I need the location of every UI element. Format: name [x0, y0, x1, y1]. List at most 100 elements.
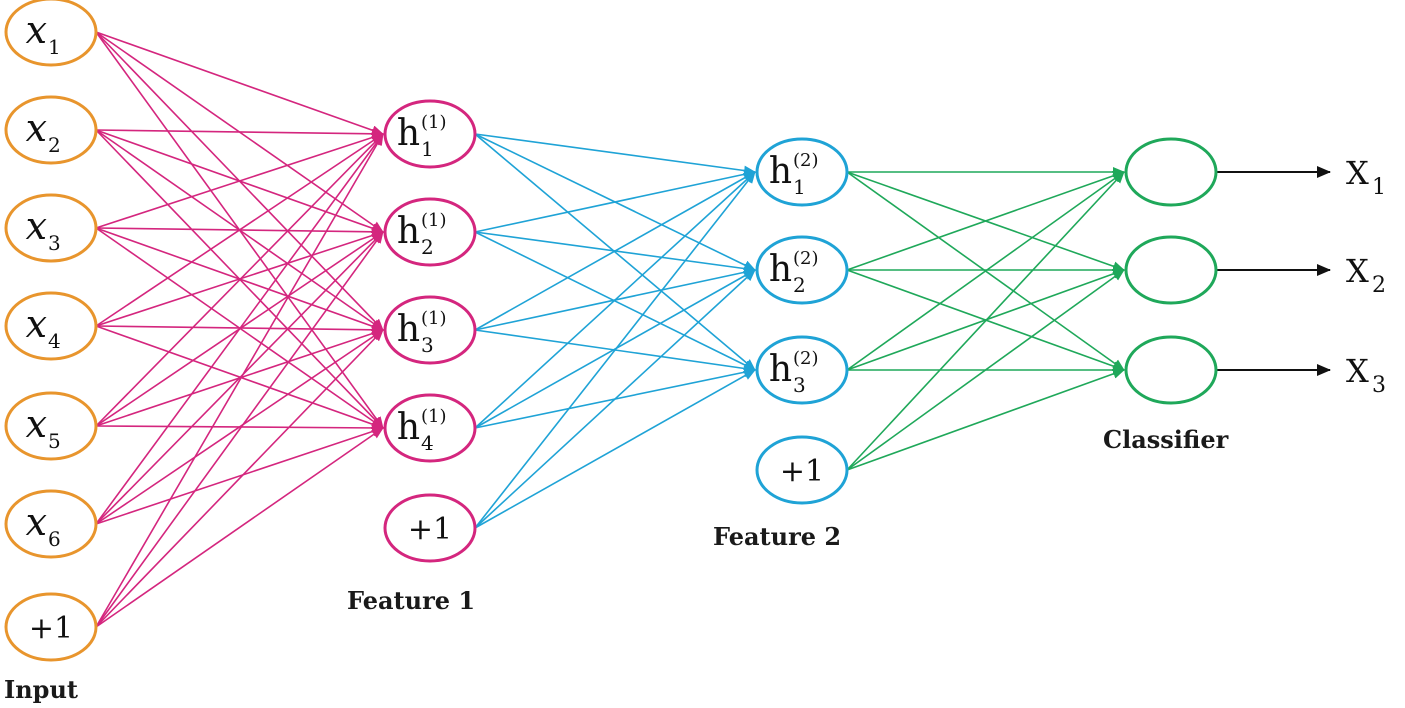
feature2-layer-label: Feature 2: [713, 522, 841, 551]
classifier-node-1: [1124, 137, 1218, 207]
classifier-node-1-circle: [1124, 137, 1218, 207]
feature1-node-1-base: h: [397, 113, 420, 154]
feature2-node-4-label: +1: [780, 454, 824, 489]
feature2-node-4: +1: [755, 435, 849, 505]
feature2-node-4-circle: [755, 435, 849, 505]
input-node-2-subscript: 2: [48, 133, 61, 157]
feature1-node-3-subscript: 3: [421, 333, 434, 357]
output-label-2-base: X: [1346, 252, 1369, 290]
feature2-node-2-subscript: 2: [793, 273, 806, 297]
feature2-node-1-superscript: (2): [793, 150, 819, 171]
feature1-node-5: +1: [383, 493, 477, 563]
output-label-1-base: X: [1346, 154, 1369, 192]
input-node-4-subscript: 4: [48, 329, 61, 353]
input-node-7-label: +1: [29, 611, 73, 646]
input-node-5-subscript: 5: [48, 429, 61, 453]
input-to-feature1-edge-6-4: [95, 426, 384, 525]
output-label-2-subscript: 2: [1372, 273, 1386, 298]
input-node-1-subscript: 1: [48, 35, 61, 59]
input-to-feature1-edge-7-2: [95, 231, 384, 628]
feature2-to-classifier-edge-2-1: [846, 170, 1125, 271]
feature1-node-2-circle: [383, 197, 477, 267]
input-node-3-base: x: [26, 204, 47, 248]
feature2-node-2-base: h: [769, 249, 792, 290]
feature1-node-4-circle: [383, 393, 477, 463]
feature2-node-1-base: h: [769, 151, 792, 192]
input-layer-label: Input: [4, 675, 78, 704]
feature2-to-classifier-edge-4-3: [846, 369, 1125, 471]
input-node-6-base: x: [26, 500, 47, 544]
classifier-node-3: [1124, 335, 1218, 405]
feature1-node-2-base: h: [397, 211, 420, 252]
input-node-4-circle: [4, 291, 98, 361]
input-node-1-base: x: [26, 8, 47, 52]
input-node-4-base: x: [26, 302, 47, 346]
classifier-layer-label: Classifier: [1103, 425, 1229, 454]
feature1-to-feature2-edge-5-1: [474, 171, 756, 529]
feature1-node-4-subscript: 4: [421, 431, 434, 455]
input-node-2-circle: [4, 95, 98, 165]
connections: [95, 31, 1331, 628]
input-node-3-circle: [4, 193, 98, 263]
feature1-node-5-label: +1: [408, 512, 452, 547]
feature1-node-2-subscript: 2: [421, 235, 434, 259]
input-node-2-base: x: [26, 106, 47, 150]
input-to-feature1-edge-6-2: [95, 231, 384, 525]
input-to-feature1-edge-6-1: [95, 133, 384, 525]
input-node-3-subscript: 3: [48, 231, 61, 255]
input-to-feature1-edge-2-1: [95, 128, 384, 139]
feature2-to-classifier-edge-3-1: [846, 171, 1125, 371]
feature1-node-1-circle: [383, 99, 477, 169]
feature1-node-3-superscript: (1): [421, 308, 447, 329]
feature1-to-feature2-edge-4-1: [474, 171, 756, 429]
input-to-feature1-edge-7-1: [95, 133, 384, 628]
feature2-node-3-superscript: (2): [793, 348, 819, 369]
feature2-to-classifier-edge-4-1: [846, 171, 1125, 471]
input-to-feature1-edge-5-1: [95, 133, 384, 427]
feature2-node-3-circle: [755, 335, 849, 405]
output-label-1-subscript: 1: [1372, 175, 1386, 200]
feature1-to-feature2-edge-5-2: [474, 269, 756, 529]
feature1-node-4-base: h: [397, 407, 420, 448]
feature1-node-3-circle: [383, 295, 477, 365]
feature2-node-3-subscript: 3: [793, 373, 806, 397]
input-to-feature1-edge-7-4: [95, 427, 384, 628]
feature1-node-2-superscript: (1): [421, 210, 447, 231]
feature1-to-feature2-edge-5-3: [474, 369, 756, 529]
feature1-to-feature2-edge-1-1: [474, 133, 756, 176]
feature1-node-4-superscript: (1): [421, 406, 447, 427]
feature2-node-3-base: h: [769, 349, 792, 390]
input-node-1-circle: [4, 0, 98, 67]
feature1-to-feature2-edge-3-1: [474, 171, 756, 331]
input-node-5-circle: [4, 391, 98, 461]
feature1-node-1-subscript: 1: [421, 137, 434, 161]
feature2-node-1-circle: [755, 137, 849, 207]
input-to-feature1-edge-6-3: [95, 329, 384, 525]
feature1-to-feature2-edge-1-3: [474, 133, 756, 371]
input-node-7-circle: [4, 592, 98, 662]
classifier-node-3-circle: [1124, 335, 1218, 405]
feature2-node-2-superscript: (2): [793, 248, 819, 269]
output-label-3-subscript: 3: [1372, 373, 1386, 398]
input-to-feature1-edge-3-1: [95, 132, 384, 229]
feature1-layer-label: Feature 1: [347, 586, 475, 615]
feature2-node-1-subscript: 1: [793, 175, 806, 199]
output-label-3-base: X: [1346, 352, 1369, 390]
feature1-to-feature2-edge-2-1: [474, 169, 756, 233]
